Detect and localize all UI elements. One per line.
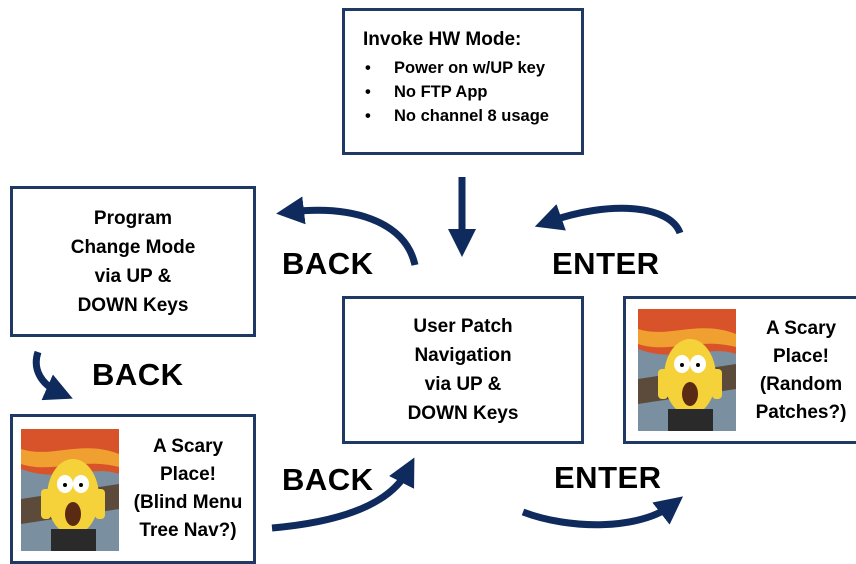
scary-right-line: Patches?): [755, 402, 847, 423]
scream-painting-icon: [638, 309, 736, 431]
user-patch-navigation-box: User Patch Navigation via UP & DOWN Keys: [342, 296, 584, 444]
program-change-mode-box: Program Change Mode via UP & DOWN Keys: [10, 186, 256, 337]
scary-left-line: (Blind Menu: [133, 492, 243, 513]
scary-right-text: A Scary Place! (Random Patches?): [746, 315, 856, 427]
hw-mode-bullet: •No FTP App: [365, 83, 488, 101]
enter-label-top: ENTER: [552, 246, 660, 281]
scary-place-blind-menu-box: A Scary Place! (Blind Menu Tree Nav?): [10, 414, 256, 564]
user-box-line: DOWN Keys: [407, 403, 519, 424]
scary-right-line: (Random: [759, 374, 843, 395]
scary-left-line: A Scary: [152, 436, 224, 457]
scary-right-line: Place!: [773, 346, 829, 367]
arrow-back-left: [32, 350, 73, 401]
program-box-line: Change Mode: [70, 236, 196, 258]
scream-painting-icon: [21, 429, 119, 551]
program-box-line: DOWN Keys: [77, 294, 189, 316]
user-box-line: User Patch: [413, 316, 513, 337]
scary-left-text: A Scary Place! (Blind Menu Tree Nav?): [123, 433, 253, 545]
arrow-back-to-program: [276, 196, 419, 266]
scary-right-line: A Scary: [765, 318, 837, 339]
scary-left-line: Tree Nav?): [139, 520, 237, 541]
user-box-line: via UP &: [424, 374, 502, 395]
hw-mode-bullet: •Power on w/UP key: [365, 59, 545, 77]
arrow-enter-top: [534, 204, 684, 235]
program-box-line: via UP &: [94, 265, 172, 287]
arrow-back-bottom: [271, 457, 415, 532]
program-box-line: Program: [93, 207, 173, 229]
hw-mode-title: Invoke HW Mode:: [363, 29, 522, 50]
hw-mode-list: •Power on w/UP key •No FTP App •No chann…: [363, 56, 581, 128]
enter-label-bottom: ENTER: [554, 460, 662, 495]
hw-mode-box: Invoke HW Mode: •Power on w/UP key •No F…: [342, 8, 584, 155]
scary-place-random-box: A Scary Place! (Random Patches?): [623, 296, 856, 444]
back-label-top: BACK: [282, 246, 374, 281]
hw-mode-bullet: •No channel 8 usage: [365, 107, 549, 125]
user-box-line: Navigation: [414, 345, 512, 366]
arrow-enter-bottom: [521, 496, 684, 529]
back-label-left: BACK: [92, 357, 184, 392]
scary-left-line: Place!: [160, 464, 216, 485]
back-label-bottom: BACK: [282, 462, 374, 497]
